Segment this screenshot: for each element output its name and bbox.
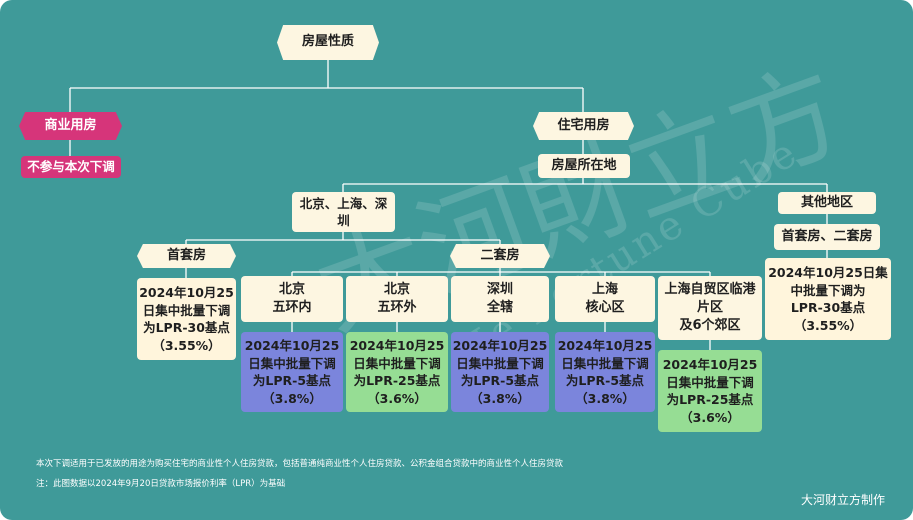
result-beijing-inner: 2024年10月25 日集中批量下调 为LPR-5基点 （3.8%） xyxy=(241,332,343,412)
location-node: 房屋所在地 xyxy=(538,154,630,178)
footnote-scope: 本次下调适用于已发放的用途为购买住宅的商业性个人住房贷款，包括普通纯商业性个人住… xyxy=(36,459,564,469)
commercial-note: 不参与本次下调 xyxy=(21,156,121,178)
connector-location xyxy=(342,178,828,192)
other-region-node: 其他地区 xyxy=(778,192,876,214)
root-node: 房屋性质 xyxy=(277,25,379,60)
result-other-homes: 2024年10月25日集 中批量下调为 LPR-30基点 （3.55%） xyxy=(765,258,891,340)
result-shanghai-core: 2024年10月25 日集中批量下调 为LPR-5基点 （3.8%） xyxy=(555,332,655,412)
credit-label: 大河财立方制作 xyxy=(800,493,885,507)
second-home-node: 二套房 xyxy=(450,244,550,268)
result-shanghai-ftz: 2024年10月25 日集中批量下调 为LPR-25基点 （3.6%） xyxy=(658,350,762,432)
result-shenzhen: 2024年10月25 日集中批量下调 为LPR-5基点 （3.8%） xyxy=(451,332,549,412)
residential-node: 住宅用房 xyxy=(533,112,634,140)
connector-second-home xyxy=(291,268,711,276)
region-shenzhen: 深圳 全辖 xyxy=(451,276,549,322)
other-homes-node: 首套房、二套房 xyxy=(774,224,880,250)
commercial-node: 商业用房 xyxy=(19,112,122,140)
region-beijing-outer: 北京 五环外 xyxy=(346,276,448,322)
tier1-cities-node: 北京、上海、深 圳 xyxy=(292,192,395,232)
result-first-home: 2024年10月25 日集中批量下调 为LPR-30基点 （3.55%） xyxy=(137,278,236,360)
first-home-node: 首套房 xyxy=(137,244,236,268)
region-shanghai-core: 上海 核心区 xyxy=(555,276,655,322)
result-beijing-outer: 2024年10月25 日集中批量下调 为LPR-25基点 （3.6%） xyxy=(346,332,448,412)
footnote-basis: 注：此图数据以2024年9月20日贷款市场报价利率（LPR）为基础 xyxy=(36,479,286,489)
region-beijing-inner: 北京 五环内 xyxy=(241,276,343,322)
region-shanghai-ftz: 上海自贸区临港 片区 及6个郊区 xyxy=(658,276,762,340)
connector-regions xyxy=(291,322,711,350)
connector-tier1 xyxy=(185,232,501,244)
connector-root xyxy=(69,60,584,112)
